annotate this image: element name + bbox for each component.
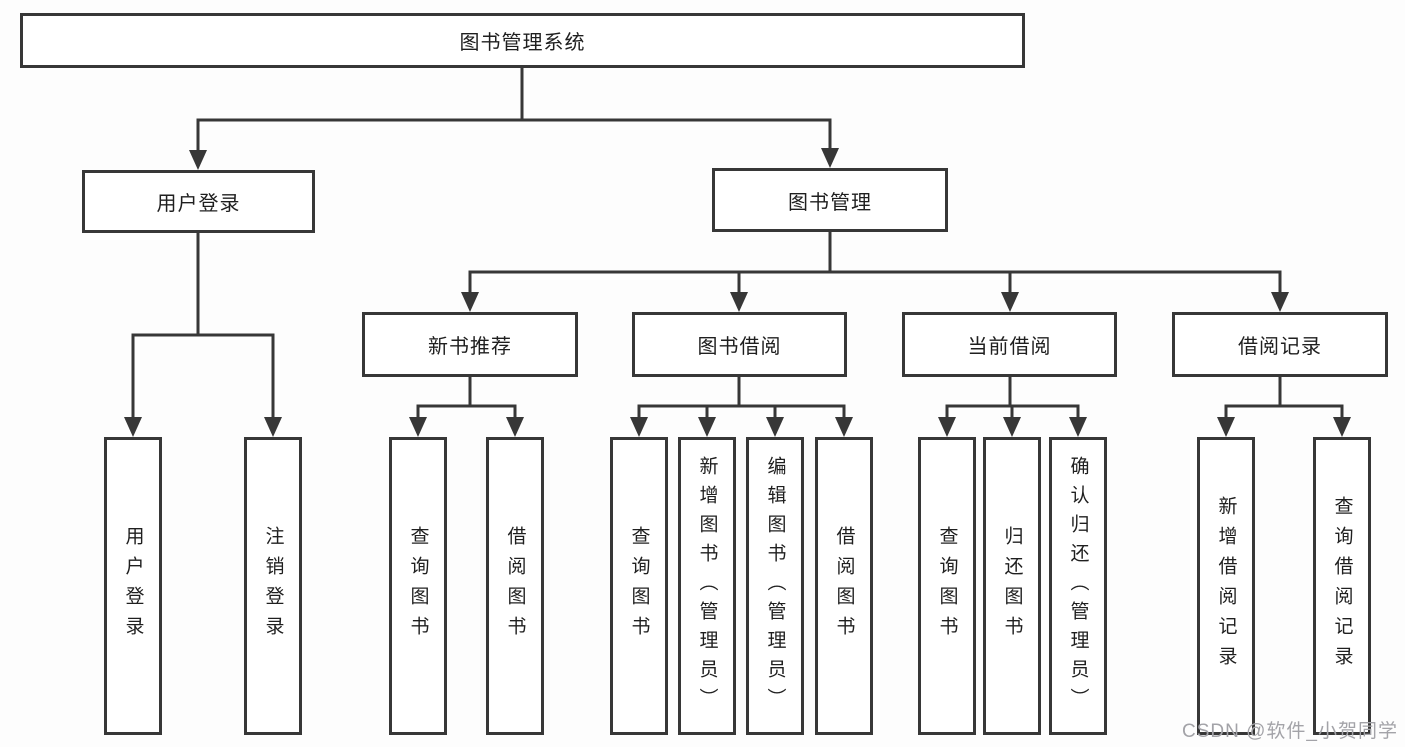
arrow-down-icon <box>189 150 207 170</box>
arrow-down-icon <box>835 417 853 437</box>
arrow-down-icon <box>1003 417 1021 437</box>
node-book-borrow-label: 图书借阅 <box>697 336 782 358</box>
leaf-add-book-admin: 新增图书（管理员） <box>678 437 736 735</box>
leaf-query-borrow-record-label: 查询借阅记录 <box>1331 496 1353 676</box>
leaf-borrow-books-recommend-label: 借阅图书 <box>504 526 526 646</box>
node-current-borrow-label: 当前借阅 <box>967 336 1052 358</box>
csdn-watermark: CSDN @软件_小贺同学 <box>1182 721 1398 742</box>
leaf-edit-book-admin-label: 编辑图书（管理员） <box>764 455 786 717</box>
node-root: 图书管理系统 <box>20 13 1025 68</box>
arrow-down-icon <box>461 292 479 312</box>
node-borrow-records-label: 借阅记录 <box>1238 336 1322 358</box>
node-book-management-label: 图书管理 <box>788 191 872 214</box>
leaf-confirm-return-admin: 确认归还（管理员） <box>1049 437 1107 735</box>
node-borrow-records: 借阅记录 <box>1172 312 1388 377</box>
node-book-management: 图书管理 <box>712 168 948 232</box>
leaf-add-borrow-record: 新增借阅记录 <box>1197 437 1255 735</box>
arrow-down-icon <box>264 417 282 437</box>
leaf-logout: 注销登录 <box>244 437 302 735</box>
leaf-edit-book-admin: 编辑图书（管理员） <box>746 437 804 735</box>
arrow-down-icon <box>124 417 142 437</box>
arrow-down-icon <box>1271 292 1289 312</box>
leaf-user-login-label: 用户登录 <box>122 526 144 646</box>
leaf-logout-label: 注销登录 <box>262 526 284 646</box>
node-user-login-label: 用户登录 <box>156 193 241 215</box>
node-book-borrow: 图书借阅 <box>632 312 847 377</box>
leaf-borrow-books-recommend: 借阅图书 <box>486 437 544 735</box>
connectors-book-management <box>461 232 1289 312</box>
leaf-query-books-current-label: 查询图书 <box>936 526 958 646</box>
arrow-down-icon <box>821 148 839 168</box>
node-root-label: 图书管理系统 <box>459 32 586 54</box>
connectors-new-book-recommend <box>409 377 524 437</box>
node-new-book-recommend: 新书推荐 <box>362 312 578 377</box>
arrow-down-icon <box>630 417 648 437</box>
leaf-query-books-current: 查询图书 <box>918 437 976 735</box>
node-new-book-recommend-label: 新书推荐 <box>428 336 512 358</box>
connectors-borrow-records <box>1217 377 1351 437</box>
leaf-query-books-borrow: 查询图书 <box>610 437 668 735</box>
arrow-down-icon <box>409 417 427 437</box>
arrow-down-icon <box>1069 417 1087 437</box>
node-current-borrow: 当前借阅 <box>902 312 1117 377</box>
leaf-add-borrow-record-label: 新增借阅记录 <box>1215 496 1237 676</box>
leaf-borrow-books-label: 借阅图书 <box>833 526 855 646</box>
leaf-query-books-recommend-label: 查询图书 <box>407 526 429 646</box>
leaf-query-books-recommend: 查询图书 <box>389 437 447 735</box>
arrow-down-icon <box>1217 417 1235 437</box>
leaf-return-books-label: 归还图书 <box>1001 526 1023 646</box>
connectors-user-login <box>124 233 282 437</box>
arrow-down-icon <box>1333 417 1351 437</box>
arrow-down-icon <box>766 417 784 437</box>
leaf-return-books: 归还图书 <box>983 437 1041 735</box>
connectors-root <box>189 68 839 170</box>
arrow-down-icon <box>1001 292 1019 312</box>
connectors-book-borrow <box>630 377 853 437</box>
leaf-borrow-books: 借阅图书 <box>815 437 873 735</box>
leaf-add-book-admin-label: 新增图书（管理员） <box>696 455 718 717</box>
node-user-login: 用户登录 <box>82 170 315 233</box>
leaf-query-borrow-record: 查询借阅记录 <box>1313 437 1371 735</box>
connectors-current-borrow <box>938 377 1087 437</box>
leaf-user-login: 用户登录 <box>104 437 162 735</box>
arrow-down-icon <box>698 417 716 437</box>
arrow-down-icon <box>938 417 956 437</box>
leaf-query-books-borrow-label: 查询图书 <box>628 526 650 646</box>
arrow-down-icon <box>506 417 524 437</box>
leaf-confirm-return-admin-label: 确认归还（管理员） <box>1067 455 1089 717</box>
arrow-down-icon <box>730 292 748 312</box>
